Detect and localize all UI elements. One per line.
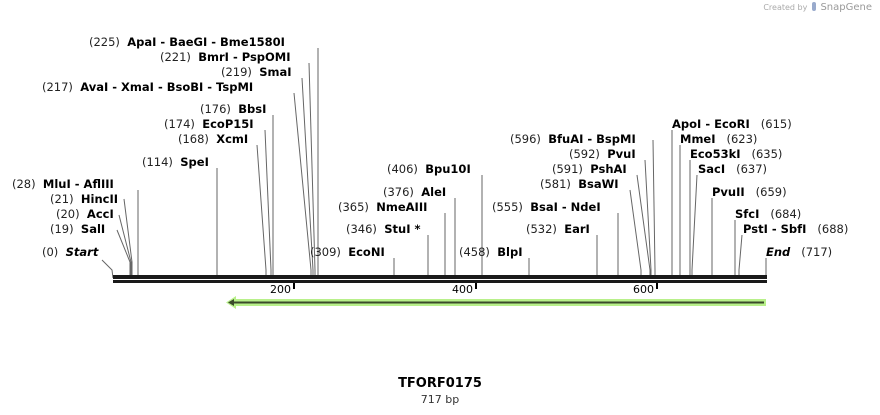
tick-label-200: 200 (270, 283, 291, 296)
sequence-length: 717 bp (420, 393, 460, 406)
tick-label-400: 400 (452, 283, 473, 296)
snapgene-credit: Created by SnapGene (763, 2, 872, 13)
site-label-bmri[interactable]: (221) BmrI - PspOMI (160, 50, 291, 64)
site-label-mlui[interactable]: (28) MluI - AflIII (12, 177, 114, 191)
site-label-nmeaiii[interactable]: (365) NmeAIII (338, 200, 428, 214)
site-label-alei[interactable]: (376) AleI (383, 185, 447, 199)
site-label-saci[interactable]: SacI (637) (698, 162, 768, 176)
site-label-bpu10i[interactable]: (406) Bpu10I (387, 162, 471, 176)
site-label-blpi[interactable]: (458) BlpI (459, 245, 523, 259)
tick-400 (475, 283, 477, 289)
backbone-bottom-strand (113, 280, 767, 283)
site-label-ecop15i[interactable]: (174) EcoP15I (164, 117, 254, 131)
credit-prefix: Created by (763, 3, 808, 12)
site-label-apoi[interactable]: ApoI - EcoRI (615) (672, 117, 792, 131)
backbone-top-strand (113, 275, 767, 279)
site-label-pvui[interactable]: (592) PvuI (569, 147, 636, 161)
tick-label-600: 600 (633, 283, 654, 296)
site-label-bsai[interactable]: (555) BsaI - NdeI (492, 200, 601, 214)
site-label-spei[interactable]: (114) SpeI (142, 155, 209, 169)
tick-600 (656, 283, 658, 289)
orf-feature-arrow[interactable] (226, 296, 766, 309)
site-label-start: (0) Start (42, 245, 99, 259)
site-label-pvuii[interactable]: PvuII (659) (712, 185, 787, 199)
site-label-econi[interactable]: (309) EcoNI (310, 245, 385, 259)
site-label-bsawi[interactable]: (581) BsaWI (540, 177, 619, 191)
site-label-stui[interactable]: (346) StuI * (346, 222, 421, 236)
site-label-xcmi[interactable]: (168) XcmI (178, 132, 249, 146)
sequence-name: TFORF0175 (398, 376, 482, 391)
site-label-sfci[interactable]: SfcI (684) (735, 207, 802, 221)
site-label-pshai[interactable]: (591) PshAI (552, 162, 627, 176)
site-label-mmei[interactable]: MmeI (623) (680, 132, 758, 146)
site-label-bfuai[interactable]: (596) BfuAI - BspMI (510, 132, 636, 146)
site-label-bbsi[interactable]: (176) BbsI (200, 102, 267, 116)
site-label-eari[interactable]: (532) EarI (526, 222, 590, 236)
snapgene-logo-icon (811, 2, 816, 11)
site-label-eco53ki[interactable]: Eco53kI (635) (690, 147, 783, 161)
tick-200 (293, 283, 295, 289)
site-label-apai[interactable]: (225) ApaI - BaeGI - Bme1580I (89, 35, 285, 49)
site-label-acci[interactable]: (20) AccI (56, 207, 114, 221)
site-label-smai[interactable]: (219) SmaI (221, 65, 292, 79)
site-label-sali[interactable]: (19) SalI (50, 222, 106, 236)
site-label-avai[interactable]: (217) AvaI - XmaI - BsoBI - TspMI (42, 80, 254, 94)
site-label-hincii[interactable]: (21) HincII (50, 192, 119, 206)
credit-brand: SnapGene (820, 2, 872, 13)
site-label-end: End (717) (766, 245, 833, 259)
site-label-psti[interactable]: PstI - SbfI (688) (743, 222, 849, 236)
